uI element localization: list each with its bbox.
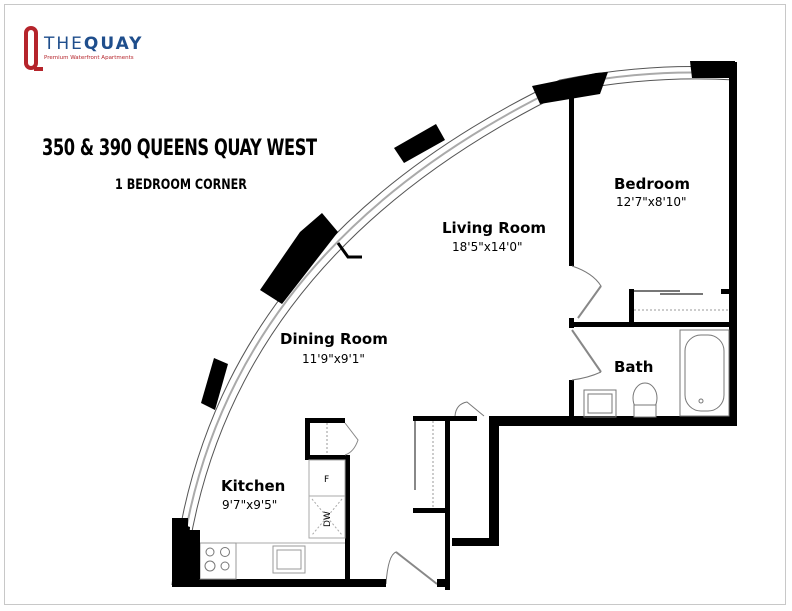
wall-stub xyxy=(721,289,729,294)
logo-tagline: Premium Waterfront Apartments xyxy=(44,55,134,61)
toilet-tank xyxy=(633,404,657,418)
room-dim-bedroom: 12'7"x8'10" xyxy=(616,195,687,209)
unit-type-subtitle: 1 BEDROOM CORNER xyxy=(115,177,247,193)
wall-bath-west xyxy=(569,380,574,418)
wall-entry-north xyxy=(445,416,477,421)
wall-south xyxy=(172,579,386,587)
page-title: 350 & 390 QUEENS QUAY WEST xyxy=(42,136,317,161)
logo: THEQUAY Premium Waterfront Apartments xyxy=(24,26,154,76)
wall-segment xyxy=(690,61,735,78)
dishwasher xyxy=(308,495,346,539)
room-dim-living: 18'5"x14'0" xyxy=(452,240,523,254)
wall-stub xyxy=(336,242,362,259)
bath-sink xyxy=(583,389,617,418)
wall-entry-south xyxy=(452,538,499,546)
room-dim-dining: 11'9"x9'1" xyxy=(302,352,365,366)
wall-kitchen-east xyxy=(345,455,350,580)
fridge-label: F xyxy=(324,475,329,485)
wall-entry-west xyxy=(445,508,450,590)
room-name-kitchen: Kitchen xyxy=(221,477,285,495)
bath-door-leaf xyxy=(571,329,602,373)
bathtub xyxy=(679,329,730,417)
logo-name: THEQUAY xyxy=(44,34,144,54)
tub-drain xyxy=(698,398,704,404)
wall-east xyxy=(729,62,737,426)
burner xyxy=(204,560,216,572)
curved-window-inner xyxy=(183,78,736,586)
kitchen-sink xyxy=(272,545,306,574)
wall-closet-north xyxy=(413,416,449,421)
wall-bath-south xyxy=(489,416,737,426)
wall-segment xyxy=(260,213,338,304)
room-name-living: Living Room xyxy=(442,219,546,237)
curved-window-glass xyxy=(177,71,736,586)
wall-kitchen-corner xyxy=(172,518,200,579)
wall-pantry xyxy=(305,418,345,423)
room-dim-kitchen: 9'7"x9'5" xyxy=(222,498,277,512)
wall-segment xyxy=(532,72,608,104)
page-frame xyxy=(4,4,786,605)
stove xyxy=(199,542,237,580)
wall-pantry xyxy=(305,455,345,460)
burner xyxy=(205,547,215,557)
entry-door[interactable] xyxy=(385,551,438,585)
wall-stub xyxy=(569,318,574,328)
wall-closet-east xyxy=(445,416,450,516)
room-name-dining: Dining Room xyxy=(280,330,388,348)
bedroom-door[interactable] xyxy=(571,265,602,319)
wall-closet-south xyxy=(413,508,449,513)
dishwasher-label: DW xyxy=(323,511,333,527)
kitchen-sink-basin xyxy=(276,549,302,570)
entry-door-leaf xyxy=(395,551,438,585)
room-name-bath: Bath xyxy=(614,358,653,376)
curved-window-outer xyxy=(171,66,736,586)
burner xyxy=(220,561,230,571)
bath-sink-basin xyxy=(587,393,613,414)
wall-bedroom-west xyxy=(569,98,574,266)
wall-segment xyxy=(394,124,445,163)
bath-door[interactable] xyxy=(571,371,602,381)
pantry-door[interactable] xyxy=(344,422,359,456)
burner xyxy=(220,547,230,557)
wall-entry-east xyxy=(489,416,499,546)
bathtub-basin xyxy=(684,334,725,412)
bedroom-door-leaf xyxy=(577,285,602,319)
room-name-bedroom: Bedroom xyxy=(614,175,690,193)
wall-segment xyxy=(201,358,228,410)
logo-q-mark-icon xyxy=(24,26,43,71)
wall-south xyxy=(437,579,450,587)
wall-closet xyxy=(629,289,634,325)
utility-door[interactable] xyxy=(454,401,485,417)
wall-bedroom-bath xyxy=(569,322,737,327)
wall-pantry xyxy=(305,418,310,458)
